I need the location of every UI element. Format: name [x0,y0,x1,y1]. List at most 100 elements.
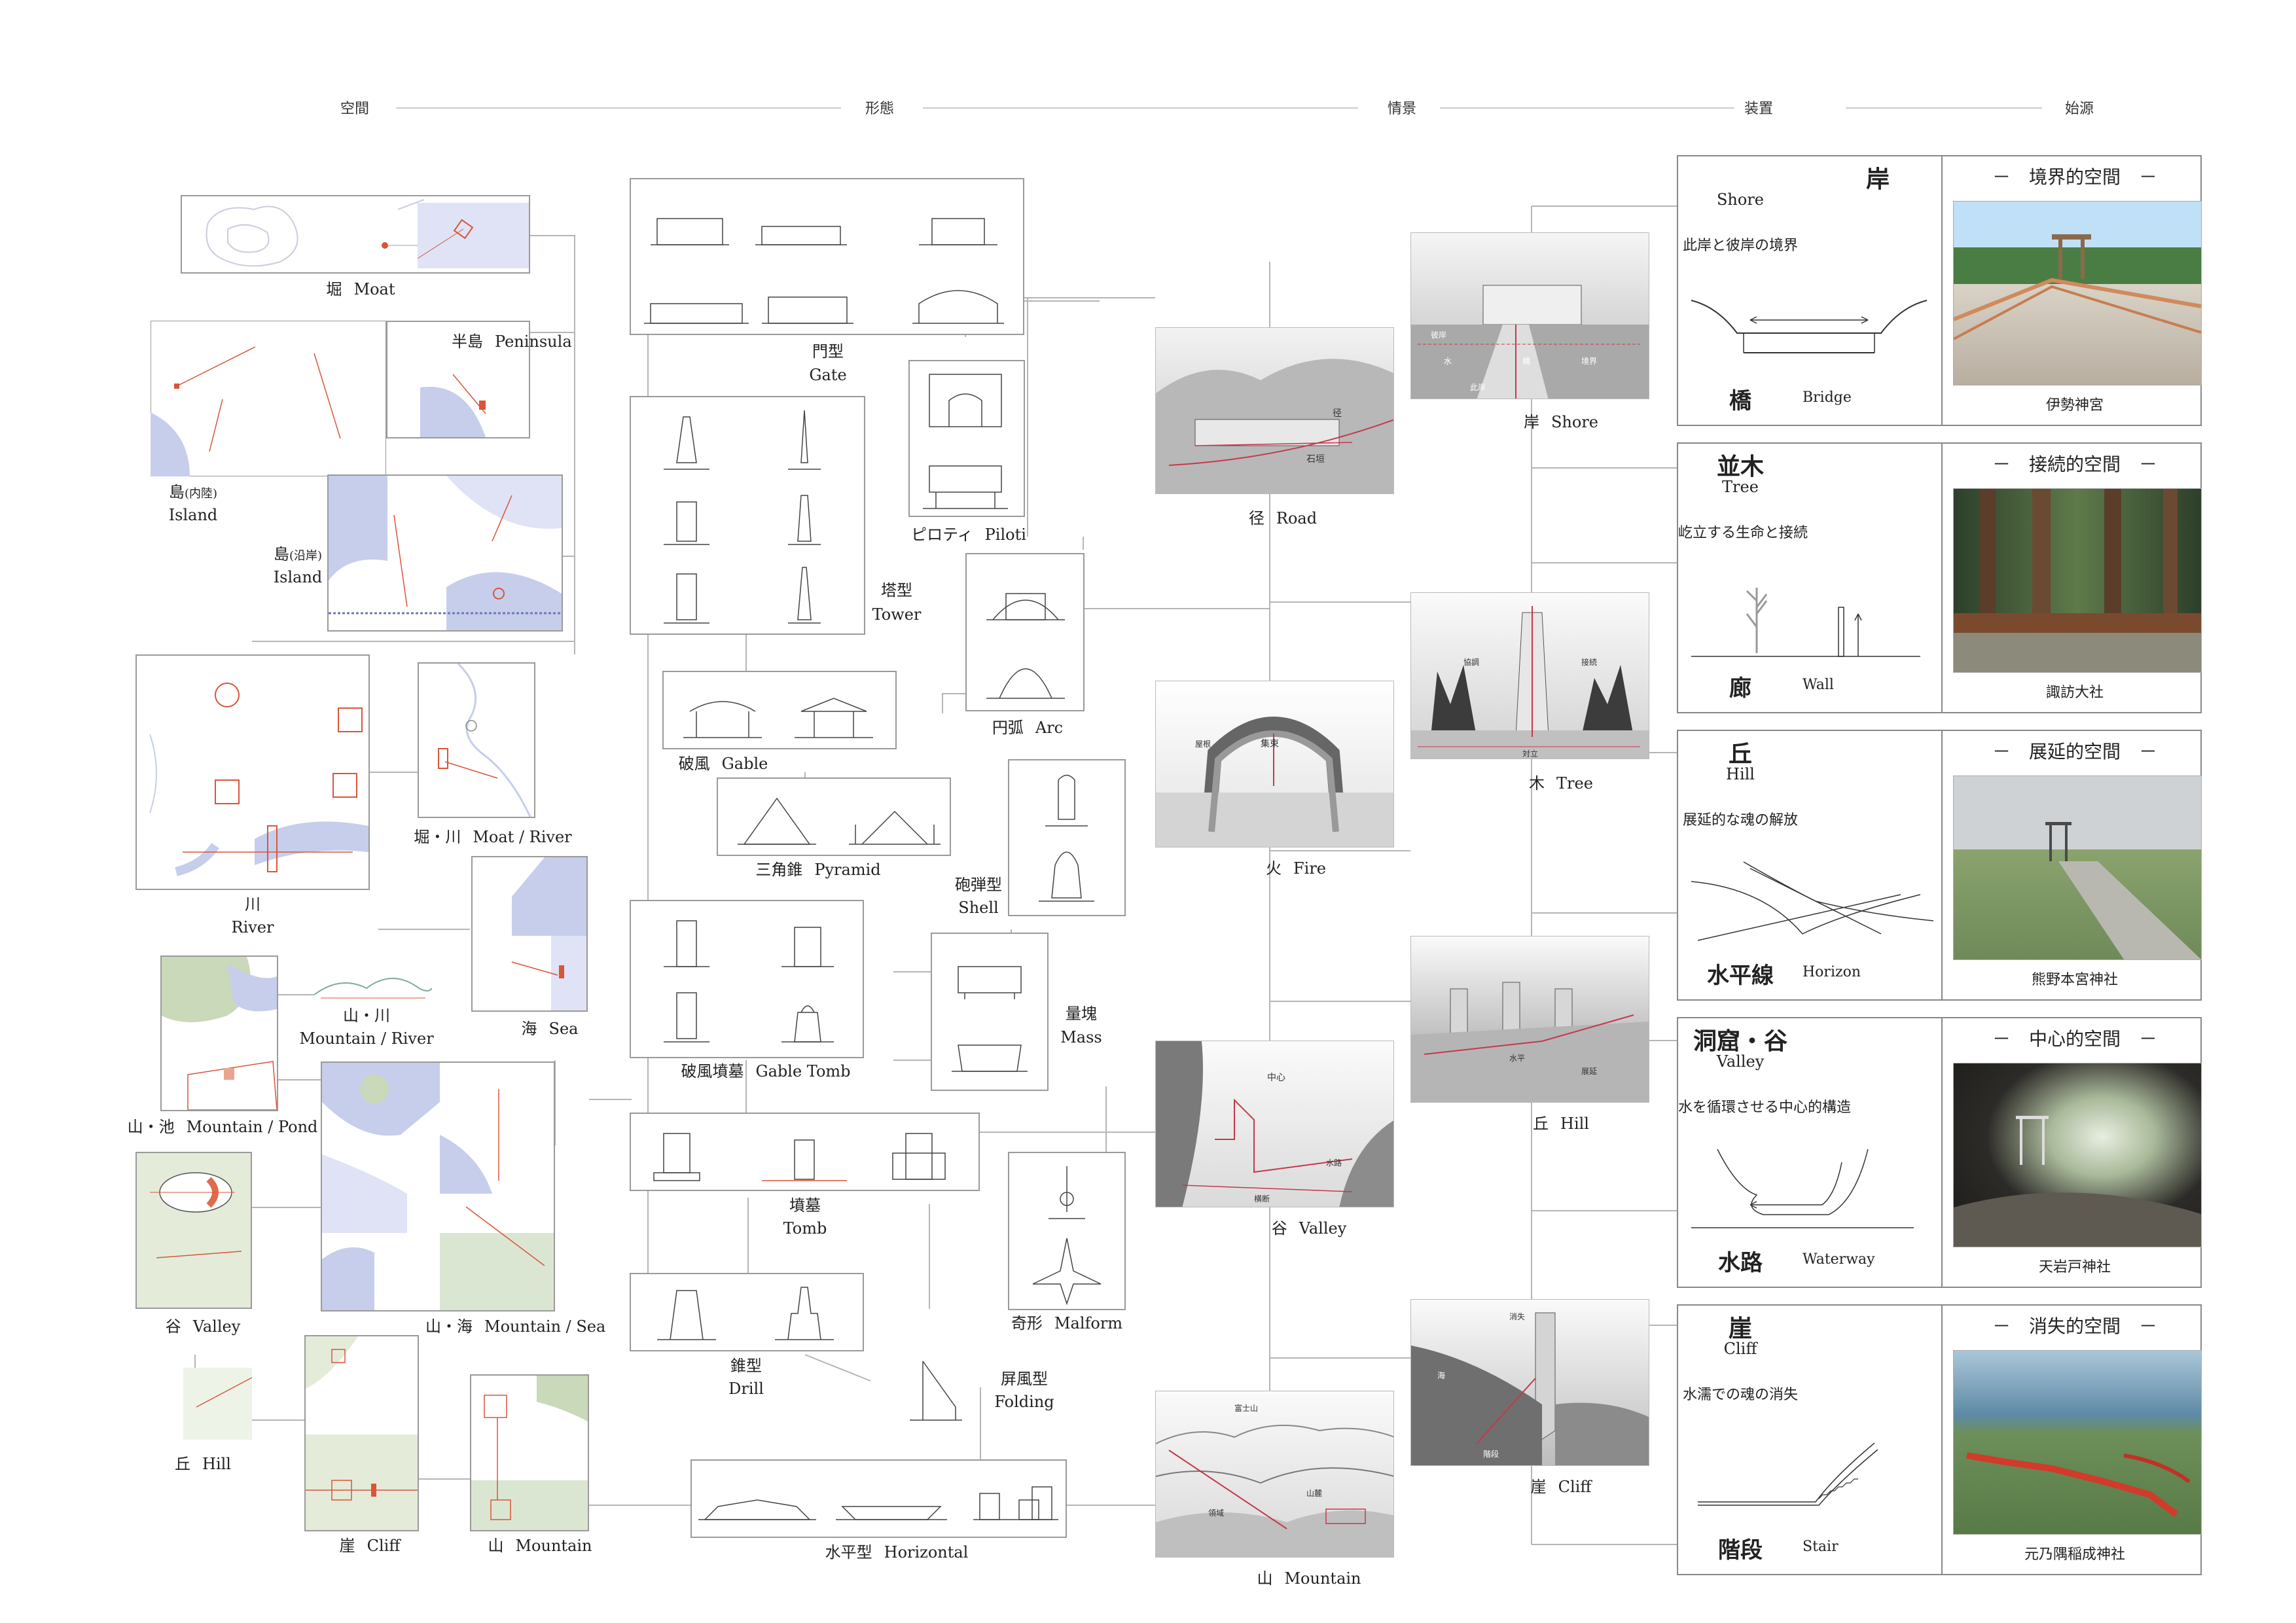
label-mountain-river-en: Mountain / River [299,1029,434,1048]
map-mountain [470,1374,589,1531]
svg-text:階段: 階段 [1483,1449,1499,1459]
svg-text:領域: 領域 [1208,1508,1224,1518]
card-diagram [1691,300,1928,353]
card-divider [1941,444,1943,712]
form-shell-box [1008,759,1126,916]
card-photo [1953,1350,2202,1535]
label-tower-en: Tower [872,605,922,624]
label-island-inland-en: Island [168,506,218,524]
label-island-coast-en: Island [273,568,323,586]
card-space-jp: 丘 [1728,740,1752,768]
label-folding-en: Folding [994,1393,1054,1411]
label-shell: 砲弾型 [955,876,1002,894]
label-shell-en: Shell [958,899,999,917]
card-device-en: Bridge [1803,389,1852,406]
label-drill: 錐型 [730,1357,762,1375]
label-tower: 塔型 [881,581,912,599]
svg-text:横断: 横断 [1254,1194,1270,1204]
card-valley: 洞窟・谷 Valley 水を循環させる中心的構造 水路 Waterway － 中… [1677,1017,2202,1288]
svg-text:彼岸: 彼岸 [1431,330,1446,340]
card-title: － 接続的空間 － [1992,454,2157,475]
card-description: 屹立する生命と接続 [1678,525,1808,541]
form-arc-box [965,553,1085,711]
card-space-jp: 並木 [1716,453,1764,480]
label-island-coast: 島(沿岸) [273,545,323,563]
card-photo [1953,776,2202,960]
header-form: 形態 [865,101,895,117]
card-device-en: Waterway [1803,1251,1875,1268]
map-island-coast [327,474,563,632]
header-divider [923,107,1358,109]
svg-text:石垣: 石垣 [1306,454,1325,465]
svg-text:屋根: 屋根 [1195,740,1211,749]
form-horizontal-box [691,1459,1067,1538]
header-device: 装置 [1744,101,1774,117]
map-peninsula [386,321,530,438]
svg-text:山麓: 山麓 [1306,1489,1322,1498]
form-malform-box [1008,1152,1126,1310]
header-origin: 始源 [2065,101,2094,117]
card-tree: 並木 Tree 屹立する生命と接続 廊 Wall － 接続的空間 － 諏訪大社 [1677,442,2202,713]
card-device-jp: 廊 [1729,675,1751,702]
scene-fire-image: 集束屋根 [1155,681,1394,847]
label-mass: 量塊 [1066,1005,1097,1023]
scene-tree-image: 協調接続対立 [1410,592,1649,759]
header-divider [1846,107,2042,109]
svg-text:此岸: 此岸 [1470,383,1486,392]
map-river [135,654,370,890]
header-space: 空間 [340,101,370,117]
label-folding: 屏風型 [1001,1370,1048,1388]
svg-text:中心: 中心 [1267,1073,1285,1083]
card-device-en: Horizon [1803,964,1861,980]
svg-text:協調: 協調 [1463,657,1479,667]
map-cliff [304,1335,419,1531]
label-mountain-river: 山・川 [343,1007,390,1025]
scene-road-image: 径石垣 [1155,327,1394,494]
card-space-en: Cliff [1723,1340,1757,1358]
card-description: 水を循環させる中心的構造 [1678,1099,1852,1116]
label-gate-en: Gate [809,366,847,384]
card-title: － 消失的空間 － [1992,1315,2157,1337]
card-space-jp: 崖 [1728,1315,1752,1342]
card-shore: 岸 Shore 此岸と彼岸の境界 橋 Bridge － 境界的空間 － 伊勢神宮 [1677,155,2202,426]
card-place: 伊勢神宮 [2045,397,2104,414]
scene-cliff-image: 消失海階段 [1410,1299,1649,1466]
map-moat [181,195,530,274]
card-space-en: Hill [1726,765,1755,783]
card-diagram [1691,588,1920,657]
card-divider [1941,156,1943,425]
form-piloti-box [908,360,1025,517]
card-divider [1941,1018,1943,1287]
scene-shore-image: 彼岸境界水橋此岸 [1410,232,1649,399]
header-divider [396,107,841,109]
card-photo [1953,488,2202,673]
card-photo [1953,1063,2202,1247]
map-mountain-sea [321,1061,555,1311]
card-device-en: Wall [1803,677,1834,693]
card-device-en: Stair [1803,1539,1839,1555]
card-device-jp: 階段 [1718,1537,1763,1563]
card-place: 熊野本宮神社 [2031,972,2118,988]
form-gable-box [662,671,897,749]
card-cliff: 崖 Cliff 水濡での魂の消失 階段 Stair － 消失的空間 － 元乃隅稲… [1677,1304,2202,1575]
map-moat-river [418,662,535,818]
card-place: 諏訪大社 [2045,685,2104,701]
form-gable-tomb-box [630,900,864,1058]
label-gate: 門型 [812,342,844,361]
card-device-jp: 水路 [1718,1250,1763,1276]
card-place: 天岩戸神社 [2038,1259,2111,1275]
svg-text:水路: 水路 [1326,1158,1342,1168]
card-description: 此岸と彼岸の境界 [1682,238,1798,254]
